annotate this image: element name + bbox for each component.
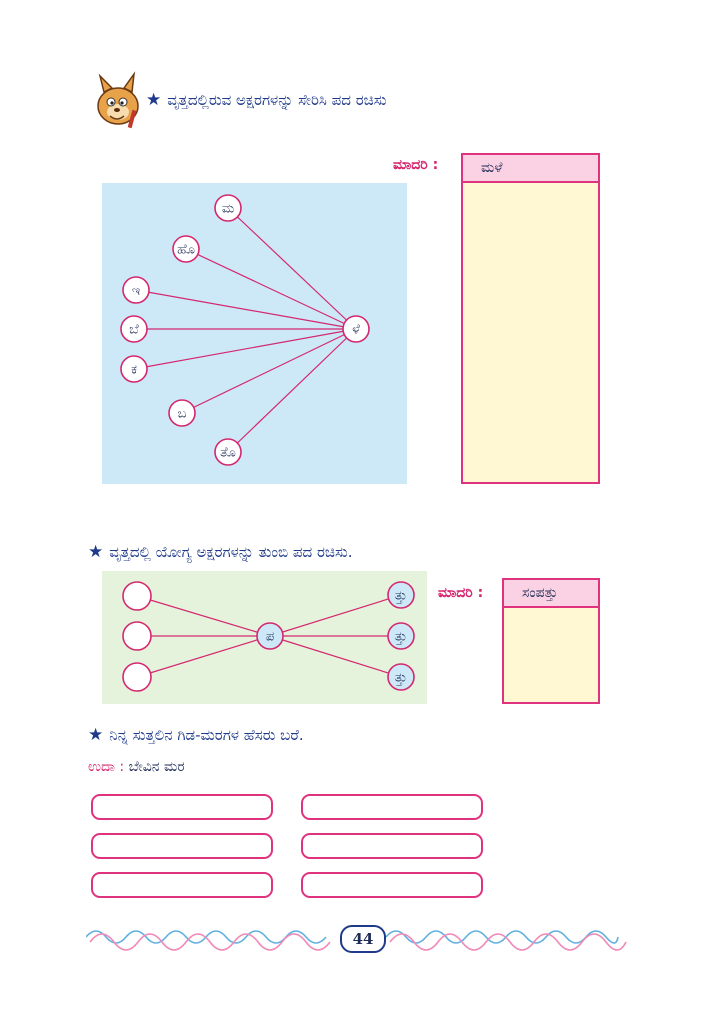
letter-connection-panel: ಮ ಹೊ ಇ ಬೆ ಕ ಬ ತೊ ಳೆ [102,183,407,484]
center-letter-circle: ಳೆ [342,315,370,343]
connector-line [133,328,357,370]
connector-line [185,248,357,330]
suffix-letter-circle-1: ತ್ತು [387,581,415,609]
answer-field-2[interactable] [301,794,483,820]
letter-circle-6-text: ಬ [178,407,187,422]
section1-heading: ★ ವೃತ್ತದಲ್ಲಿರುವ ಅಕ್ಷರಗಳನ್ನು ಸೇರಿಸಿ ಪದ ರಚ… [146,91,386,109]
suffix-letter-circle-3: ತ್ತು [387,663,415,691]
fill-letter-panel: ಪ ತ್ತು ತ್ತು ತ್ತು [102,571,427,704]
section2-heading-text: ವೃತ್ತದಲ್ಲಿ ಯೋಗ್ಯ ಅಕ್ಷರಗಳನ್ನು ತುಂಬಿ ಪದ ರಚ… [109,543,353,561]
answer-field-6[interactable] [301,872,483,898]
center-letter-circle-text: ಳೆ [352,323,360,338]
model-label-2: ಮಾದರಿ : [438,585,484,601]
letter-circle-2-text: ಹೊ [177,243,195,258]
decorative-border [86,930,627,951]
letter-circle-6: ಬ [168,399,196,427]
empty-letter-circle-1[interactable] [122,581,152,611]
letter-circle-7-text: ತೊ [220,446,236,461]
connector-line [181,328,357,414]
center-letter-circle-2-text: ಪ [266,630,274,645]
answer-box-2[interactable]: ಸಂಪತ್ತು [502,578,600,704]
section2-heading: ★ ವೃತ್ತದಲ್ಲಿ ಯೋಗ್ಯ ಅಕ್ಷರಗಳನ್ನು ತುಂಬಿ ಪದ … [88,543,352,561]
answer-field-1[interactable] [91,794,273,820]
connector-line [269,594,402,637]
answer-field-3[interactable] [91,833,273,859]
letter-circle-1: ಮ [214,194,242,222]
answer-box-header-2: ಸಂಪತ್ತು [504,580,598,608]
letter-circle-4-text: ಬೆ [129,323,139,338]
letter-circle-5: ಕ [120,355,148,383]
letter-circle-4: ಬೆ [120,315,148,343]
letter-circle-7: ತೊ [214,438,242,466]
empty-letter-circle-3[interactable] [122,662,152,692]
answer-box-1[interactable]: ಮಳೆ [461,153,600,484]
connector-line [269,635,402,678]
connector-line [135,289,357,330]
connector-line [227,328,357,453]
model-word: ಮಳೆ [481,160,503,176]
page-number: 44 [340,925,386,953]
letter-circle-2: ಹೊ [172,235,200,263]
empty-letter-circle-2[interactable] [122,621,152,651]
model-word-2: ಸಂಪತ್ತು [522,585,558,601]
section3-heading: ★ ನಿನ್ನ ಸುತ್ತಲಿನ ಗಿಡ-ಮರಗಳ ಹೆಸರು ಬರೆ. [88,726,304,744]
letter-circle-1-text: ಮ [222,202,234,217]
answer-field-4[interactable] [301,833,483,859]
example-value: ಬೇವಿನ ಮರ [128,759,185,775]
letter-circle-3-text: ಇ [132,284,140,299]
answer-box-header: ಮಳೆ [463,155,598,183]
squirrel-mascot-icon [97,71,139,129]
suffix-letter-circle-2: ತ್ತು [387,622,415,650]
connector-line [136,595,271,637]
model-label: ಮಾದರಿ : [393,157,439,173]
star-icon: ★ [88,724,104,745]
suffix-letter-circle-1-text: ತ್ತು [395,589,407,604]
letter-circle-5-text: ಕ [131,363,137,378]
suffix-letter-circle-2-text: ತ್ತು [395,630,407,645]
letter-circle-3: ಇ [122,276,150,304]
example-label: ಉದಾ : [88,759,125,775]
connector-line [227,207,357,330]
connector-line [136,635,271,678]
suffix-letter-circle-3-text: ತ್ತು [395,671,407,686]
example-line: ಉದಾ : ಬೇವಿನ ಮರ [88,759,185,775]
section3-heading-text: ನಿನ್ನ ಸುತ್ತಲಿನ ಗಿಡ-ಮರಗಳ ಹೆಸರು ಬರೆ. [109,726,304,744]
center-letter-circle-2: ಪ [256,622,284,650]
star-icon: ★ [88,541,104,562]
section1-heading-text: ವೃತ್ತದಲ್ಲಿರುವ ಅಕ್ಷರಗಳನ್ನು ಸೇರಿಸಿ ಪದ ರಚಿಸ… [167,91,387,109]
star-icon: ★ [146,89,162,110]
answer-field-5[interactable] [91,872,273,898]
